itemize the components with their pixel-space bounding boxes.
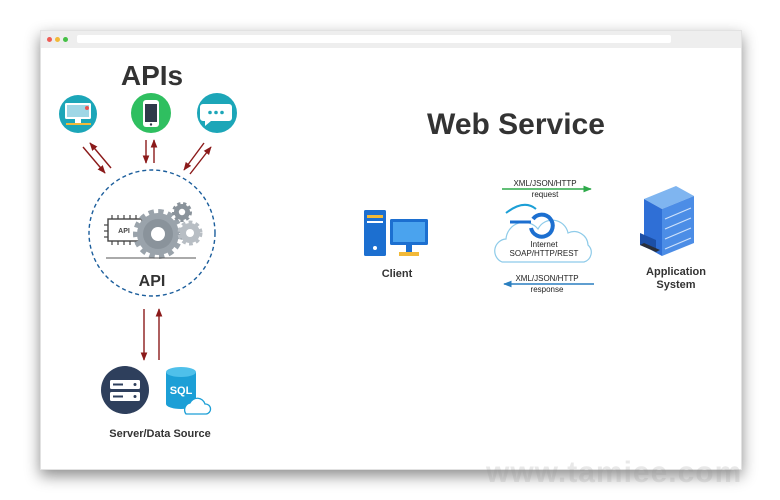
maximize-window-button[interactable]	[63, 37, 68, 42]
minimize-window-button[interactable]	[55, 37, 60, 42]
chat-bubble-icon	[197, 93, 237, 133]
close-window-button[interactable]	[47, 37, 52, 42]
database-cloud-icon: SQL	[166, 367, 212, 415]
cloud-protocols-label: SOAP/HTTP/REST	[510, 249, 579, 258]
application-label-line1: Application	[646, 266, 706, 278]
web-service-heading: Web Service	[427, 108, 605, 141]
server-icon	[101, 366, 149, 414]
api-client-arrows	[82, 139, 212, 175]
title-bar	[41, 31, 741, 48]
internet-explorer-icon	[505, 203, 555, 239]
gears-icon: API	[104, 202, 203, 259]
api-hub-circle	[88, 169, 216, 297]
chip-label: API	[118, 228, 130, 235]
request-protocol-label: XML/JSON/HTTP	[513, 179, 576, 188]
request-label: request	[532, 190, 559, 199]
response-protocol-label: XML/JSON/HTTP	[515, 274, 578, 283]
address-bar[interactable]	[77, 35, 671, 43]
server-data-source-label: Server/Data Source	[109, 428, 211, 440]
mobile-phone-icon	[131, 93, 171, 133]
cloud-internet-label: Internet	[530, 240, 558, 249]
apis-heading: APIs	[121, 60, 183, 91]
watermark: www.tamiee.com	[486, 456, 743, 489]
api-server-arrows	[140, 308, 163, 361]
sql-label: SQL	[170, 385, 193, 397]
response-label: response	[531, 285, 564, 294]
application-label-line2: System	[656, 279, 695, 291]
server-rack-icon	[640, 186, 694, 256]
desktop-icon	[59, 95, 97, 133]
computer-icon	[364, 210, 428, 256]
api-label: API	[139, 273, 166, 290]
internet-cloud	[494, 219, 592, 263]
client-label: Client	[382, 268, 413, 280]
